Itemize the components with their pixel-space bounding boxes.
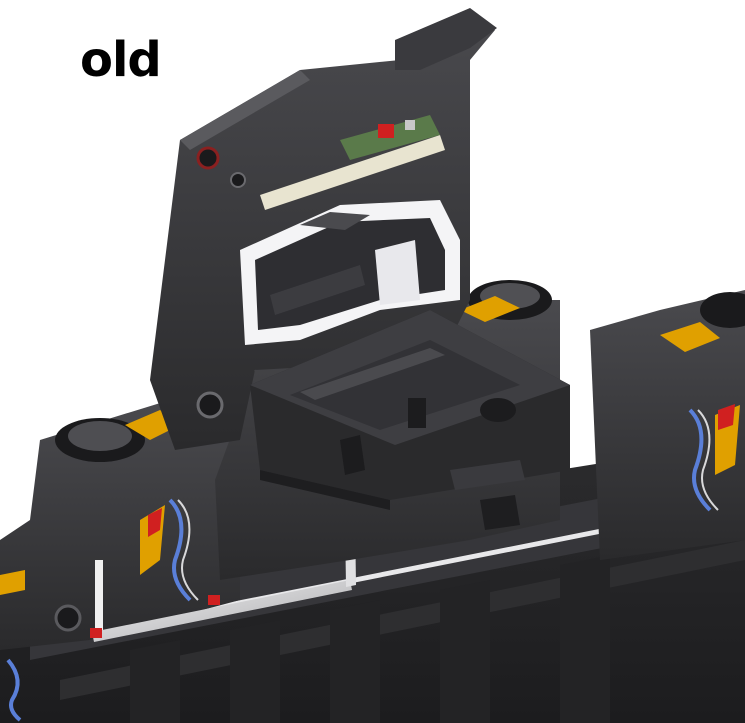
left-housing	[0, 400, 240, 722]
caption-old: old	[80, 32, 162, 88]
fuse-carrier	[250, 310, 570, 530]
right-housing	[590, 290, 745, 560]
